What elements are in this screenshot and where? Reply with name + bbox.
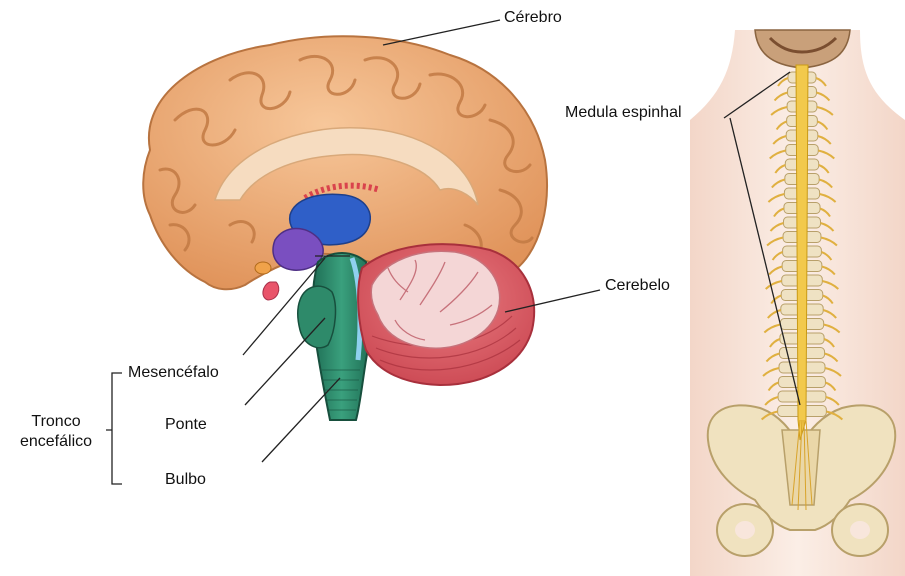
- spine-illustration: [690, 30, 905, 576]
- label-cerebelo: Cerebelo: [605, 277, 670, 295]
- label-tronco-line2: encefálico: [6, 432, 106, 452]
- label-bulbo: Bulbo: [165, 471, 206, 489]
- spinal-cord: [796, 65, 808, 440]
- tronco-bracket: [106, 373, 122, 484]
- label-tronco-line1: Tronco: [6, 412, 106, 432]
- label-mesencefalo: Mesencéfalo: [128, 364, 219, 382]
- label-tronco-encefalico: Tronco encefálico: [6, 412, 106, 452]
- pons: [298, 286, 336, 348]
- label-ponte: Ponte: [165, 416, 207, 434]
- arbor-vitae: [371, 251, 499, 348]
- leader-cerebro: [383, 20, 500, 45]
- label-medula-espinhal: Medula espinhal: [565, 104, 682, 122]
- brain-illustration: [143, 36, 547, 420]
- leader-ponte: [245, 318, 325, 405]
- leader-bulbo: [262, 378, 340, 462]
- label-cerebro: Cérebro: [504, 9, 562, 27]
